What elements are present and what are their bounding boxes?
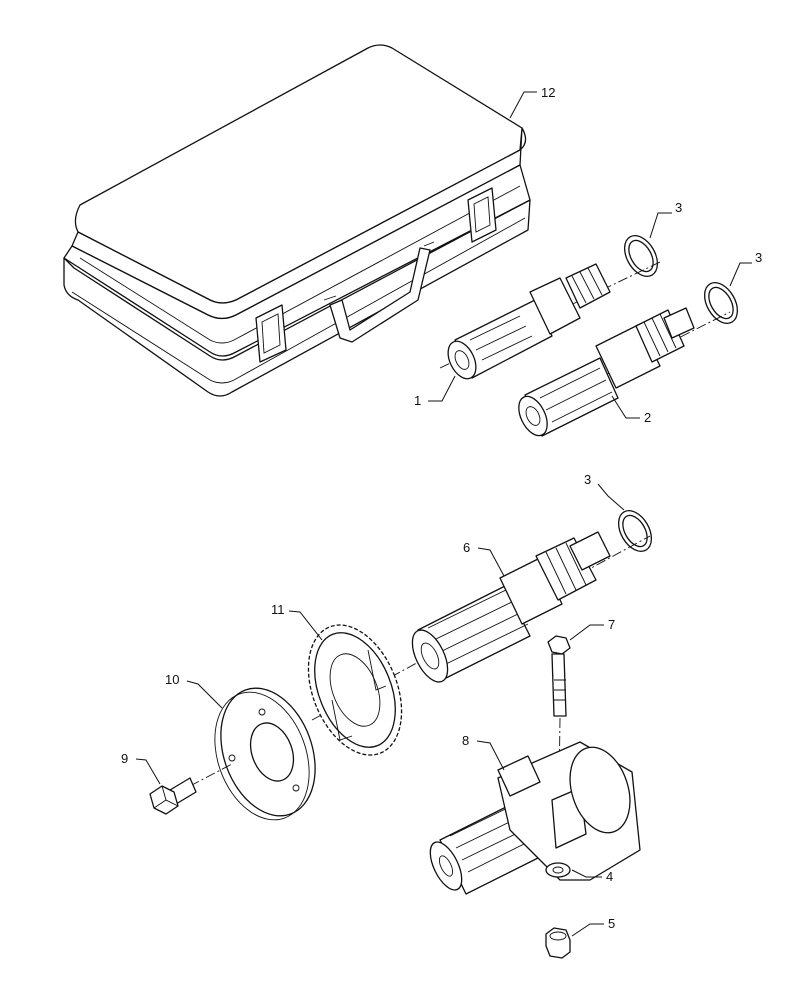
gear-11 [307,624,403,756]
callout-8: 8 [462,733,469,748]
shaft-6 [311,531,651,721]
o-ring-middle [703,282,739,324]
washer-4 [545,862,571,878]
shaft-1 [439,261,661,380]
callout-2: 2 [644,410,651,425]
callout-3-lower: 3 [584,472,591,487]
adapter-8 [429,741,641,895]
o-ring-upper [623,235,659,277]
nut-5 [545,927,571,959]
bolt-7 [547,635,571,863]
callout-6: 6 [463,540,470,555]
callout-12: 12 [541,85,555,100]
callout-10: 10 [165,672,179,687]
o-ring-lower [617,510,653,552]
leader-lines [135,91,752,937]
callout-4: 4 [606,869,613,884]
callout-3-upper: 3 [675,200,682,215]
callout-3-middle: 3 [755,250,762,265]
callout-7: 7 [608,617,615,632]
callout-9: 9 [121,751,128,766]
shaft-2 [518,307,731,437]
callout-5: 5 [608,916,615,931]
carrying-case [63,44,531,397]
flange-10 [214,687,316,821]
callout-1: 1 [414,393,421,408]
callout-11: 11 [271,602,285,617]
bolt-9 [149,763,233,815]
